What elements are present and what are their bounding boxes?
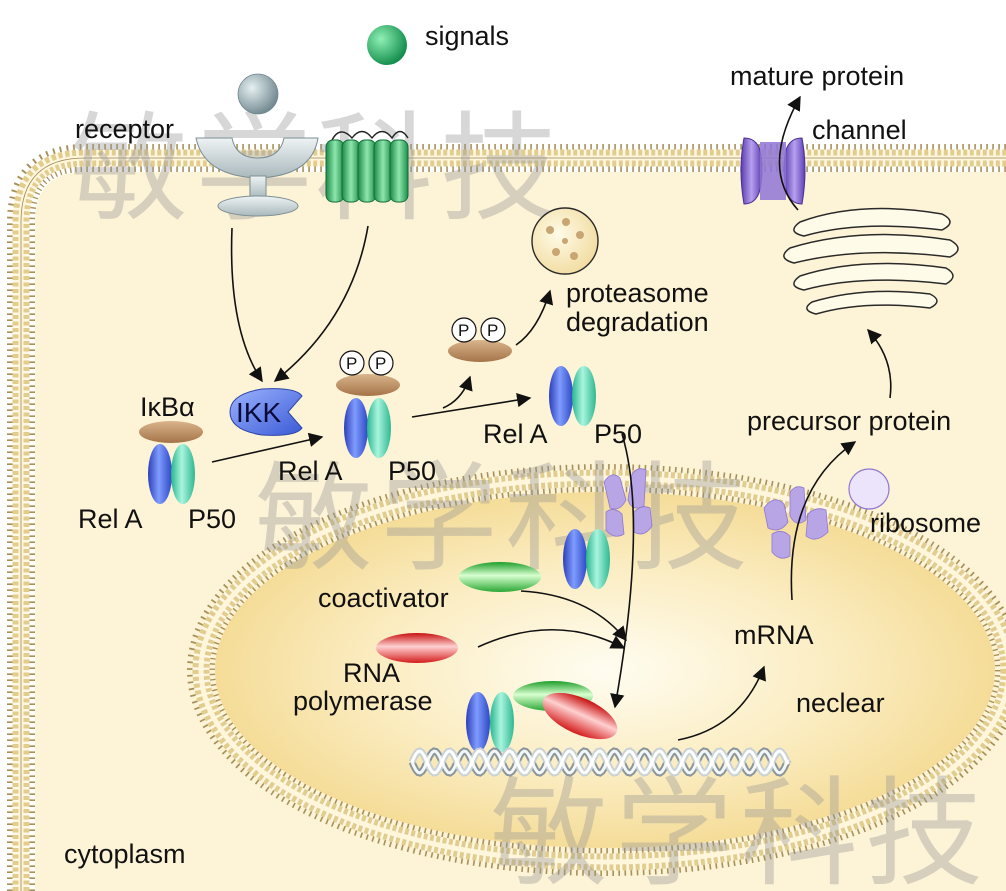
coactivator [459,562,541,592]
dna-double-helix [408,747,792,777]
watermark: 敏 学 科 技 敏 学 科 技 敏 学 科 技 [70,100,983,891]
arrow-gpcr-to-ikk [273,225,369,382]
nucleus-label: neclear [796,688,885,718]
arrow-receptor-to-ikk [230,227,263,383]
coactivator-label: coactivator [318,583,449,613]
arrow-to-proteasome [515,289,554,346]
signals-label: signals [425,21,509,51]
arrow-coactivator-to-complex [520,590,627,642]
phosphorylated-ikba-free: P P [448,317,512,362]
receptor [195,73,319,217]
svg-text:敏: 敏 [255,450,373,588]
cell-membrane [7,144,1006,891]
arrow-golgi-to-mature [778,95,801,211]
transcription-complex [466,681,618,752]
ribosome [848,468,890,510]
arrow-rnapol-to-complex [477,629,626,649]
p50-label-2: P50 [388,456,436,486]
phospho-label: P [346,354,357,373]
gpcr-receptor [325,130,409,203]
svg-text:科: 科 [740,765,858,891]
degradation-label: degradation [566,307,709,337]
rna-polymerase [376,633,458,663]
ikk-kinase [229,388,303,436]
golgi-apparatus [783,207,959,315]
nuclear-pore-right [763,486,829,559]
phospho-label: P [487,321,498,340]
ikk-label: IKK [236,397,281,428]
phospho-label: P [458,321,469,340]
signal-molecule [367,25,407,65]
svg-text:敏: 敏 [490,765,608,891]
svg-text:学: 学 [615,765,733,891]
rna-label: RNA [343,658,400,688]
receptor-label: receptor [75,114,174,144]
rela-label-3: Rel A [483,419,548,449]
polymerase-label: polymerase [293,686,433,716]
ribosome-label: ribosome [870,508,981,538]
nuclear-nfkb-dimer [563,529,610,589]
nfkb-ikba-complex [139,421,203,504]
arrow-precursor-to-golgi [867,328,892,399]
ikba-label: IκBα [140,392,195,422]
mrna-label: mRNA [734,620,814,650]
p50-label-1: P50 [188,504,236,534]
proteasome-label: proteasome [566,278,709,308]
mature-protein-label: mature protein [730,61,904,91]
rela-label-2: Rel A [278,456,343,486]
channel-protein [740,137,806,205]
arrow-nfkb-to-dna [610,433,635,709]
svg-text:敏: 敏 [70,100,188,238]
arrow-to-phospho-ikba [442,375,473,409]
arrow-complex1-to-complex2 [211,432,324,463]
rela-label-1: Rel A [78,504,143,534]
pathway-arrows [211,95,892,741]
phospho-label: P [375,354,386,373]
p50-label-3: P50 [594,419,642,449]
free-nfkb-dimer [549,366,596,426]
channel-label: channel [812,115,907,145]
arrow-mrna-to-precursor [790,441,857,601]
phosphorylated-complex: P P [336,350,400,458]
arrow-dna-to-mrna [677,665,766,741]
svg-text:技: 技 [865,765,983,891]
precursor-protein-label: precursor protein [747,406,951,436]
arrow-complex2-to-free-nfkb [411,392,532,418]
svg-text:技: 技 [440,100,558,238]
cytoplasm-label: cytoplasm [64,839,186,869]
proteasome [531,207,599,275]
